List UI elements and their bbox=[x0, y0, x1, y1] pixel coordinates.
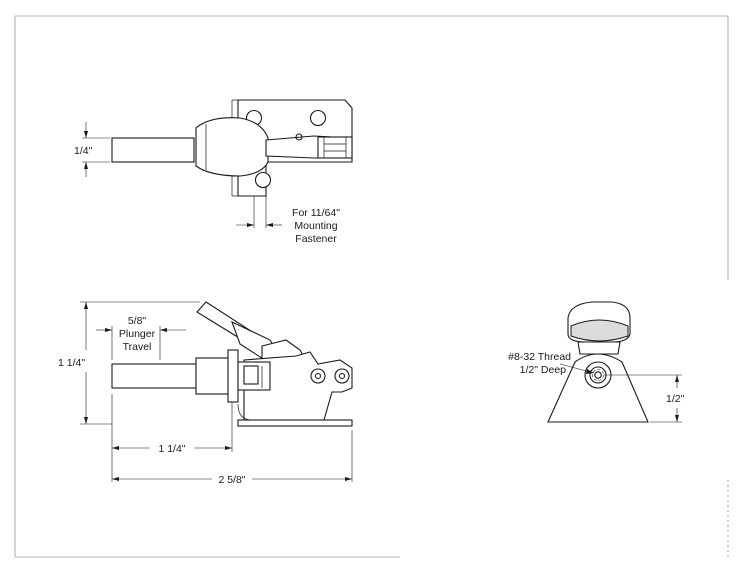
top-view-housing bbox=[195, 117, 269, 177]
side-view-pivot-1 bbox=[310, 368, 326, 384]
dim-mounting-fastener-line-1: For 11/64" bbox=[292, 207, 340, 219]
callout-thread: #8-32 Thread 1/2" Deep bbox=[508, 351, 595, 376]
side-view-base bbox=[237, 419, 353, 427]
top-view-clevis bbox=[317, 136, 353, 159]
dim-thread-height-label: 1/2" bbox=[666, 393, 685, 405]
sheet-border bbox=[14, 15, 729, 558]
top-view-mounting-hole-2 bbox=[309, 109, 327, 127]
dim-thread-height: 1/2" bbox=[604, 374, 685, 423]
side-view-housing bbox=[195, 357, 231, 395]
dim-plunger-travel-line-2: Plunger bbox=[119, 328, 156, 340]
dim-plunger-diameter: 1/4" bbox=[74, 122, 110, 177]
dim-mounting-fastener-line-2: Mounting bbox=[294, 220, 337, 232]
dim-plunger-diameter-label: 1/4" bbox=[74, 145, 93, 157]
dim-mounting-fastener-line-3: Fastener bbox=[295, 233, 337, 245]
top-view-plunger bbox=[111, 137, 195, 163]
side-view-plunger bbox=[111, 363, 197, 389]
dim-base-to-body-label: 1 1/4" bbox=[158, 443, 185, 455]
dim-plunger-travel: 5/8" Plunger Travel bbox=[96, 315, 186, 360]
side-view-flange bbox=[227, 349, 239, 403]
dim-overall-length-label: 2 5/8" bbox=[218, 474, 245, 486]
end-view bbox=[547, 301, 649, 423]
side-view bbox=[111, 301, 353, 427]
dim-height: 1 1/4" bbox=[58, 301, 200, 425]
dim-plunger-travel-line-1: 5/8" bbox=[128, 315, 147, 327]
dim-overall-length: 2 5/8" bbox=[112, 430, 353, 486]
dim-base-to-body: 1 1/4" bbox=[111, 394, 233, 482]
dim-height-label: 1 1/4" bbox=[58, 357, 85, 369]
callout-thread-line-2: 1/2" Deep bbox=[520, 364, 567, 376]
end-view-thread-hidden bbox=[592, 369, 604, 381]
callout-thread-line-1: #8-32 Thread bbox=[508, 351, 571, 363]
dim-mounting-fastener: For 11/64" Mounting Fastener bbox=[236, 196, 340, 245]
dim-plunger-travel-line-3: Travel bbox=[123, 341, 152, 353]
top-view-mounting-hole-3 bbox=[254, 171, 272, 189]
side-view-pivot-2 bbox=[334, 368, 350, 384]
top-view bbox=[111, 99, 353, 197]
